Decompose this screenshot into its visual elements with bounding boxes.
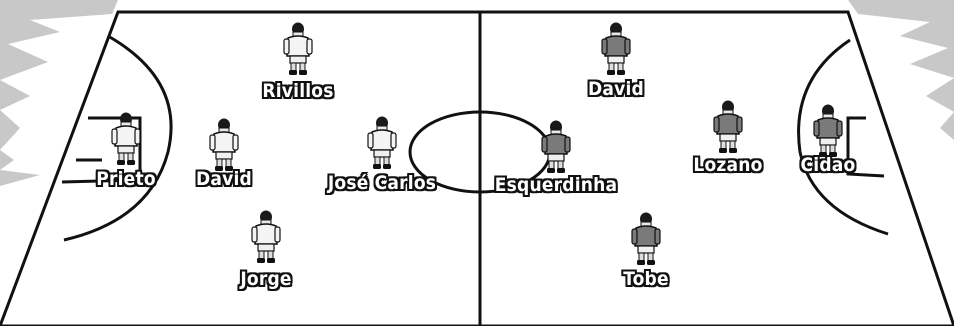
player-figure-icon — [601, 22, 631, 76]
player-name-label: David — [154, 168, 294, 190]
player-figure-icon — [541, 120, 571, 174]
player-figure-icon — [111, 112, 141, 166]
home-player-4: José Carlos — [312, 116, 452, 206]
away-player-4: Tobe — [576, 212, 716, 302]
player-name-label: Rivillos — [228, 80, 368, 102]
away-player-5: Cidao — [758, 104, 898, 194]
player-figure-icon — [631, 212, 661, 266]
player-name-label: José Carlos — [312, 172, 452, 194]
home-player-5: Jorge — [196, 210, 336, 300]
home-player-3: Rivillos — [228, 22, 368, 112]
player-name-label: Cidao — [758, 154, 898, 176]
player-figure-icon — [209, 118, 239, 172]
player-figure-icon — [367, 116, 397, 170]
away-player-1: David — [546, 22, 686, 112]
player-name-label: Esquerdinha — [486, 174, 626, 196]
player-figure-icon — [283, 22, 313, 76]
player-name-label: Jorge — [196, 268, 336, 290]
player-figure-icon — [713, 100, 743, 154]
player-figure-icon — [251, 210, 281, 264]
away-player-2: Esquerdinha — [486, 120, 626, 210]
player-figure-icon — [813, 104, 843, 158]
home-player-2: David — [154, 118, 294, 208]
player-name-label: David — [546, 78, 686, 100]
player-name-label: Tobe — [576, 268, 716, 290]
